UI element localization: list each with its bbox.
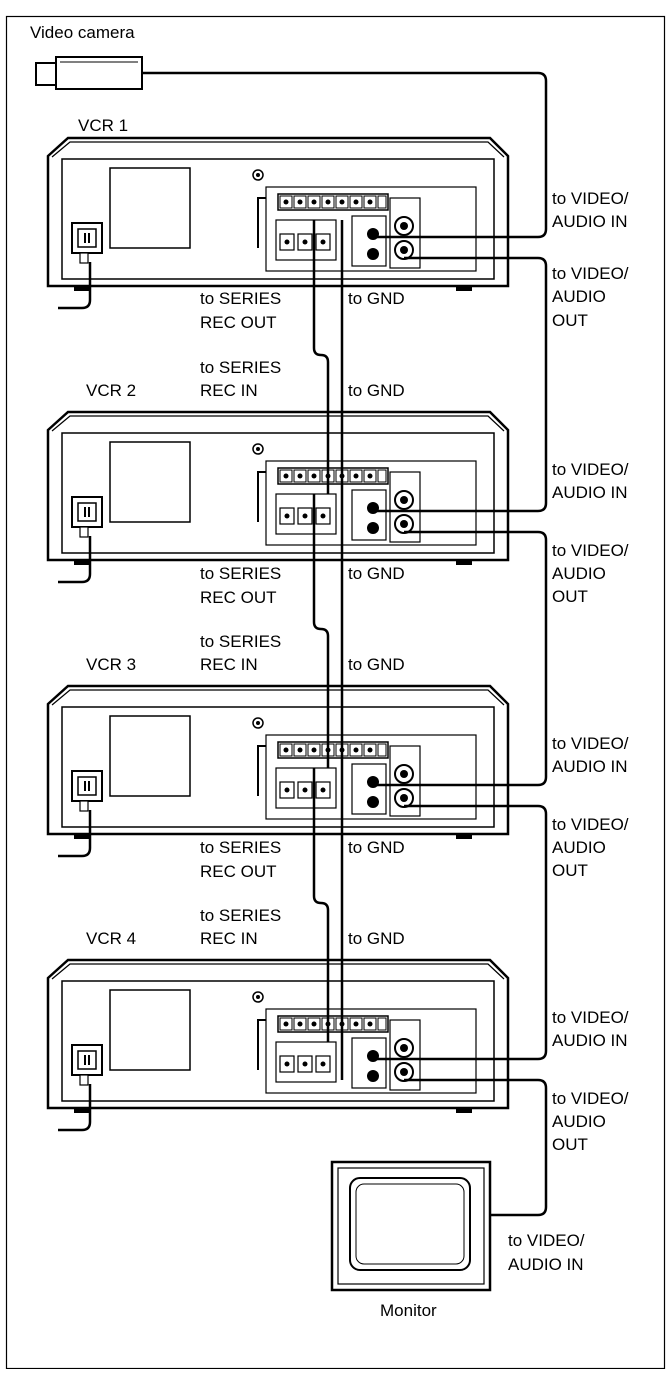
vcr-4 bbox=[46, 958, 510, 1115]
power-cords bbox=[58, 262, 92, 1132]
vcr-1-in-line2: AUDIO IN bbox=[552, 212, 628, 231]
vcr-1 bbox=[46, 136, 510, 293]
vcr-3-out-line2: AUDIO bbox=[552, 838, 606, 857]
vcr-2-gnd-below: to GND bbox=[348, 564, 405, 583]
vcr-2-out-line3: OUT bbox=[552, 587, 588, 606]
vcr-3-rec-in-line1: to SERIES bbox=[200, 632, 281, 651]
camera-label: Video camera bbox=[30, 23, 135, 42]
vcr-4-in-line2: AUDIO IN bbox=[552, 1031, 628, 1050]
monitor-icon bbox=[330, 1160, 492, 1292]
video-camera-icon bbox=[35, 56, 143, 90]
vcr-2 bbox=[46, 410, 510, 567]
vcr-2-rec-in-line1: to SERIES bbox=[200, 358, 281, 377]
vcr-4-rec-in-line2: REC IN bbox=[200, 929, 258, 948]
vcr-3-rec-out-line1: to SERIES bbox=[200, 838, 281, 857]
vcr-2-rec-out-line1: to SERIES bbox=[200, 564, 281, 583]
vcr-2-gnd-above: to GND bbox=[348, 381, 405, 400]
vcr-1-out-line1: to VIDEO/ bbox=[552, 264, 629, 283]
monitor-label: Monitor bbox=[380, 1301, 437, 1320]
vcr-2-rec-out-line2: REC OUT bbox=[200, 588, 277, 607]
vcr-1-gnd-below: to GND bbox=[348, 289, 405, 308]
vcr-2-label: VCR 2 bbox=[86, 381, 136, 400]
vcr-1-out-line2: AUDIO bbox=[552, 287, 606, 306]
vcr-1-rec-out-line2: REC OUT bbox=[200, 313, 277, 332]
vcr-4-gnd-above: to GND bbox=[348, 929, 405, 948]
vcr-3-out-line1: to VIDEO/ bbox=[552, 815, 629, 834]
vcr-1-in-line1: to VIDEO/ bbox=[552, 189, 629, 208]
vcr-2-in-line1: to VIDEO/ bbox=[552, 460, 629, 479]
vcr-1-out-line3: OUT bbox=[552, 311, 588, 330]
vcr-2-out-line1: to VIDEO/ bbox=[552, 541, 629, 560]
vcr-1-label: VCR 1 bbox=[78, 116, 128, 135]
vcr-3-rec-out-line2: REC OUT bbox=[200, 862, 277, 881]
vcr-4-rec-in-line1: to SERIES bbox=[200, 906, 281, 925]
vcr-2-in-line2: AUDIO IN bbox=[552, 483, 628, 502]
vcr-4-out-line1: to VIDEO/ bbox=[552, 1089, 629, 1108]
vcr-1-rec-out-line1: to SERIES bbox=[200, 289, 281, 308]
vcr-3-gnd-below: to GND bbox=[348, 838, 405, 857]
vcr-3-in-line1: to VIDEO/ bbox=[552, 734, 629, 753]
av-cables bbox=[142, 71, 548, 1217]
vcr-4-out-line3: OUT bbox=[552, 1135, 588, 1154]
monitor-in-line2: AUDIO IN bbox=[508, 1255, 584, 1274]
vcr-4-label: VCR 4 bbox=[86, 929, 136, 948]
vcr-4-out-line2: AUDIO bbox=[552, 1112, 606, 1131]
series-rec-cables bbox=[312, 220, 330, 1042]
vcr-3-in-line2: AUDIO IN bbox=[552, 757, 628, 776]
vcr-2-rec-in-line2: REC IN bbox=[200, 381, 258, 400]
monitor-in-line1: to VIDEO/ bbox=[508, 1231, 585, 1250]
vcr-3-out-line3: OUT bbox=[552, 861, 588, 880]
vcr-3 bbox=[46, 684, 510, 841]
vcr-3-label: VCR 3 bbox=[86, 655, 136, 674]
vcr-3-gnd-above: to GND bbox=[348, 655, 405, 674]
vcr-4-in-line1: to VIDEO/ bbox=[552, 1008, 629, 1027]
vcr-3-rec-in-line2: REC IN bbox=[200, 655, 258, 674]
vcr-2-out-line2: AUDIO bbox=[552, 564, 606, 583]
